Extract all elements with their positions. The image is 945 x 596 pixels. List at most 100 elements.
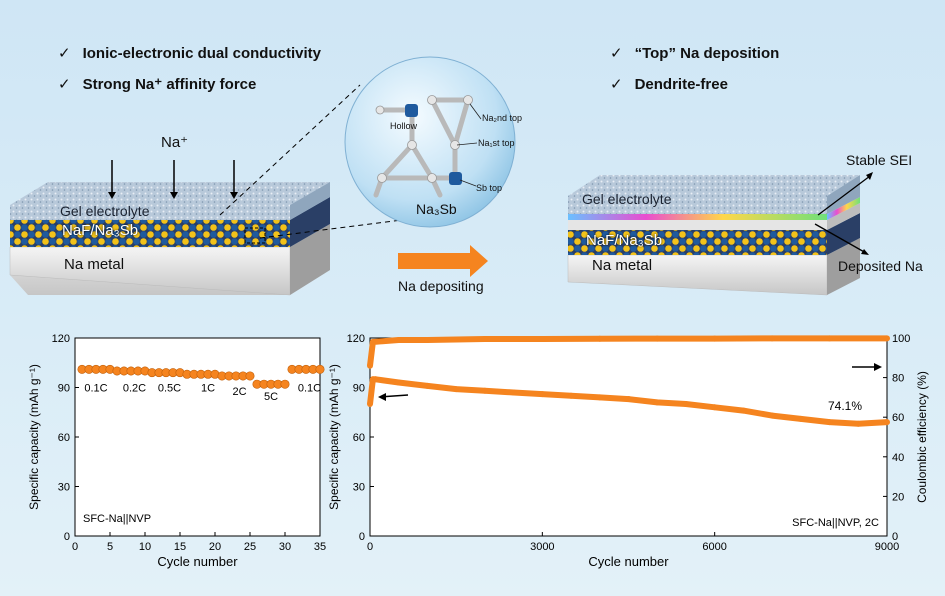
data-point <box>280 379 290 389</box>
capacity-point <box>654 399 661 406</box>
y2-tick-label: 0 <box>892 531 898 543</box>
rate-label: 5C <box>264 391 278 403</box>
capacity-point <box>855 420 862 427</box>
left-naf-label: NaF/Na₃Sb <box>62 222 139 239</box>
y-tick-label: 0 <box>359 531 365 543</box>
retention-label: 74.1% <box>828 399 862 413</box>
x-tick-label: 30 <box>279 541 291 553</box>
y2-axis-title: Coulombic efficiency (%) <box>915 371 929 503</box>
depositing-arrow <box>398 245 488 277</box>
y2-tick-label: 60 <box>892 412 904 424</box>
efficiency-point <box>424 336 431 343</box>
x-tick-label: 9000 <box>875 541 899 553</box>
y-axis-title: Specific capacity (mAh g⁻¹) <box>27 364 41 510</box>
stable-sei-label: Stable SEI <box>846 152 913 168</box>
left-gel-label: Gel electrolyte <box>60 203 150 219</box>
x-tick-label: 5 <box>107 541 113 553</box>
left-gel-layer <box>10 205 290 220</box>
bullet-dendrite-free: ✓Dendrite-free <box>610 76 728 93</box>
y-tick-label: 60 <box>353 432 365 444</box>
right-naf-layer <box>568 230 827 255</box>
capacity-point <box>797 415 804 422</box>
na-1st-top-label: Na₁st top <box>478 138 515 148</box>
rate-label: 0.2C <box>123 383 146 395</box>
capacity-point <box>510 389 517 396</box>
capacity-point <box>453 386 460 393</box>
efficiency-point <box>596 335 603 342</box>
right-axis-arrowhead <box>874 363 882 371</box>
capacity-point <box>826 419 833 426</box>
rate-label: 0.1C <box>298 383 321 395</box>
bullet-top-deposition: ✓“Top” Na deposition <box>610 45 780 62</box>
deposited-na-label: Deposited Na <box>838 258 923 274</box>
y-tick-label: 120 <box>52 333 70 345</box>
x-tick-label: 10 <box>139 541 151 553</box>
capacity-point <box>367 401 373 407</box>
capacity-point <box>424 382 431 389</box>
y-tick-label: 30 <box>353 482 365 494</box>
y-tick-label: 120 <box>347 333 365 345</box>
capacity-point <box>395 379 402 386</box>
capacity-point <box>711 404 718 411</box>
x-tick-label: 0 <box>367 541 373 553</box>
right-stack <box>567 175 860 296</box>
y2-tick-label: 40 <box>892 452 904 464</box>
efficiency-point <box>711 335 718 342</box>
x-tick-label: 25 <box>244 541 256 553</box>
chart-annotation: SFC-Na||NVP <box>83 513 151 525</box>
check-icon: ✓ <box>610 45 623 62</box>
bullet-dual-conductivity: ✓Ionic-electronic dual conductivity <box>58 45 321 62</box>
x-axis-title: Cycle number <box>157 554 238 569</box>
x-tick-label: 0 <box>72 541 78 553</box>
na3sb-bubble <box>344 56 516 228</box>
x-axis-title: Cycle number <box>588 554 669 569</box>
capacity-point <box>769 412 776 419</box>
na-2nd-top-label: Na₂nd top <box>482 113 523 123</box>
na-depositing-label: Na depositing <box>398 278 484 294</box>
y-tick-label: 30 <box>58 482 70 494</box>
deposited-callout <box>814 223 867 254</box>
sei-callout <box>817 175 871 216</box>
left-metal-label: Na metal <box>64 256 125 273</box>
right-deposited-na <box>568 220 827 230</box>
efficiency-point <box>769 335 776 342</box>
y2-tick-label: 80 <box>892 373 904 385</box>
efficiency-point <box>367 362 373 369</box>
capacity-point <box>568 392 575 399</box>
efficiency-point <box>369 338 376 345</box>
na-ion-arrows <box>108 160 238 199</box>
check-icon: ✓ <box>58 45 71 62</box>
right-sei <box>568 214 827 220</box>
plot-area <box>369 337 888 537</box>
rate-label: 1C <box>201 383 215 395</box>
efficiency-point <box>884 335 890 342</box>
y-axis-title: Specific capacity (mAh g⁻¹) <box>327 364 341 510</box>
capacity-point <box>625 396 632 403</box>
y2-tick-label: 100 <box>892 333 910 345</box>
y-tick-label: 0 <box>64 531 70 543</box>
x-tick-label: 6000 <box>702 541 726 553</box>
x-tick-label: 35 <box>314 541 326 553</box>
efficiency-series <box>367 335 887 367</box>
na-ion-label: Na⁺ <box>161 134 189 151</box>
capacity-point <box>596 394 603 401</box>
check-icon: ✓ <box>58 76 71 93</box>
rate-label: 0.1C <box>84 383 107 395</box>
left-naf-layer <box>10 220 290 247</box>
chart-annotation: SFC-Na||NVP, 2C <box>792 517 879 529</box>
x-tick-label: 3000 <box>530 541 554 553</box>
efficiency-point <box>481 335 488 342</box>
efficiency-point <box>395 336 402 343</box>
left-axis-arrowhead <box>378 393 386 401</box>
data-point <box>245 371 255 381</box>
efficiency-point <box>654 335 661 342</box>
zoom-line <box>219 84 361 216</box>
efficiency-point <box>826 335 833 342</box>
right-gel-layer <box>568 196 827 214</box>
check-icon: ✓ <box>610 76 623 93</box>
y-tick-label: 60 <box>58 432 70 444</box>
schematic <box>9 56 873 296</box>
